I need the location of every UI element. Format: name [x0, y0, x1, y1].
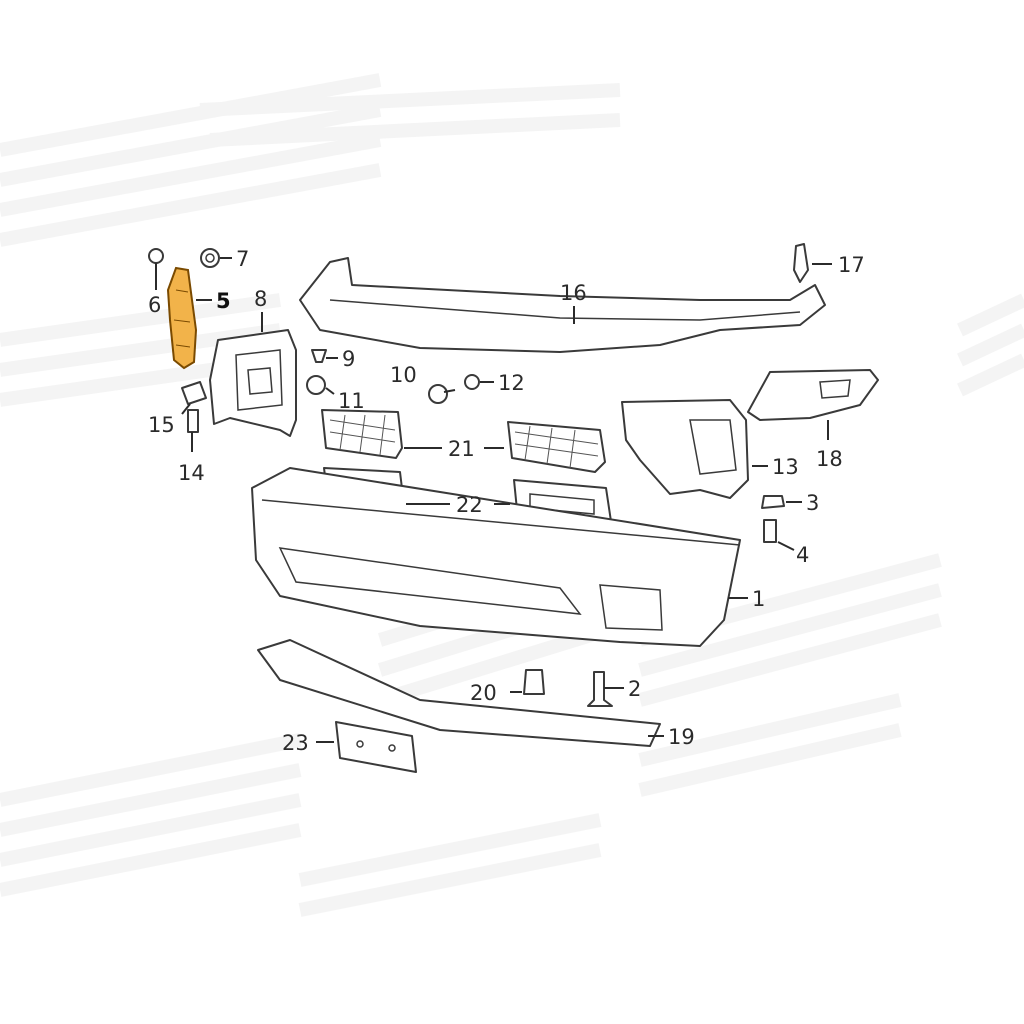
part-5-reinforcement [166, 266, 198, 370]
callout-1: 1 [752, 587, 765, 611]
callout-13: 13 [772, 455, 799, 479]
part-14-15-bolts [181, 381, 207, 433]
part-16-upper-cover [299, 257, 826, 353]
watermark [0, 73, 1024, 917]
callout-7: 7 [236, 247, 249, 271]
callout-5: 5 [216, 289, 231, 313]
callout-18: 18 [816, 447, 843, 471]
callout-22: 22 [456, 493, 483, 517]
callout-labels: 1 2 3 4 5 6 7 8 9 10 11 12 13 14 15 16 1… [148, 247, 865, 755]
callout-2: 2 [628, 677, 641, 701]
part-23-plate-bracket [335, 721, 417, 773]
callout-20: 20 [470, 681, 497, 705]
part-3-4-fasteners [761, 495, 785, 543]
callout-9: 9 [342, 347, 355, 371]
part-6-7-fasteners [148, 248, 220, 272]
part-21-grille-inserts [321, 409, 606, 473]
callout-8: 8 [254, 287, 267, 311]
callout-3: 3 [806, 491, 819, 515]
part-20-2-fasteners [523, 669, 613, 707]
part-18-deflector [747, 369, 879, 421]
callout-21: 21 [448, 437, 475, 461]
part-17-bracket [793, 243, 809, 283]
callout-17: 17 [838, 253, 865, 277]
callout-6: 6 [148, 293, 161, 317]
callout-10: 10 [390, 363, 417, 387]
callout-23: 23 [282, 731, 309, 755]
callout-11: 11 [338, 389, 365, 413]
callout-19: 19 [668, 725, 695, 749]
leader-lines [155, 257, 832, 743]
callout-15: 15 [148, 413, 175, 437]
callout-4: 4 [796, 543, 809, 567]
callout-16: 16 [560, 281, 587, 305]
callout-12: 12 [498, 371, 525, 395]
callout-14: 14 [178, 461, 205, 485]
part-9-12-clips [306, 349, 480, 404]
part-1-bumper [251, 467, 741, 647]
part-8-bracket [209, 329, 297, 437]
part-13-lamp-bracket [621, 399, 749, 499]
